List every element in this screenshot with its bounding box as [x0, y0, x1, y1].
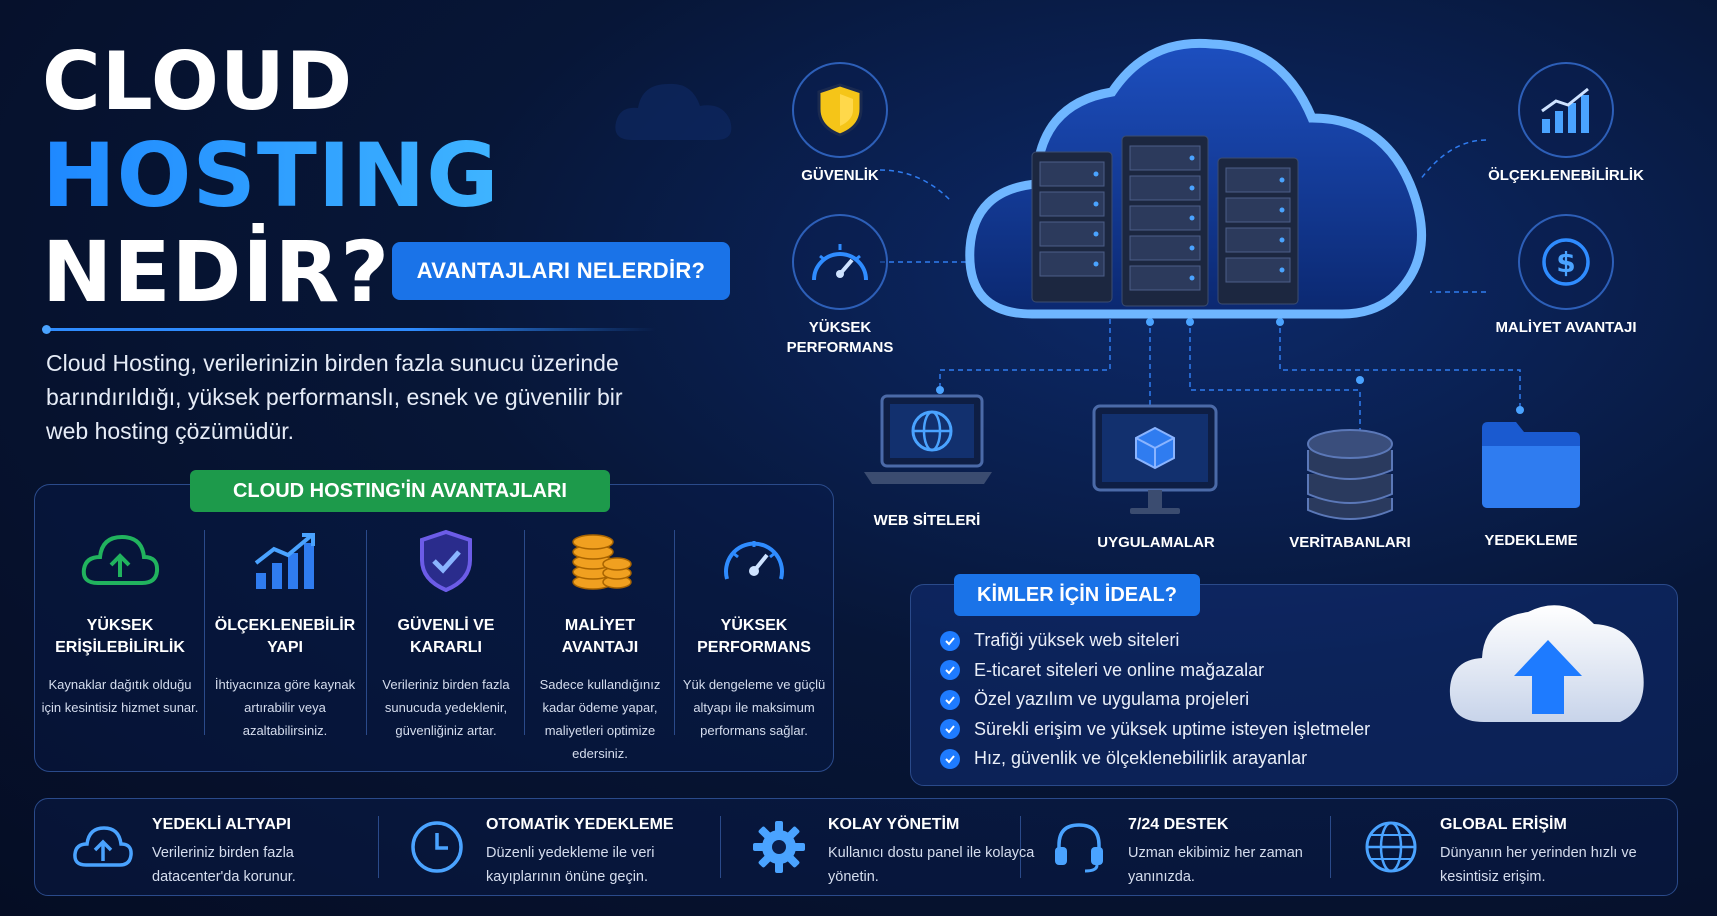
bottom-feature: 7/24 DESTEK Uzman ekibimiz her zaman yan…: [1048, 810, 1328, 886]
performance-feature: [792, 214, 888, 310]
device-label: WEB SİTELERİ: [873, 512, 981, 529]
advantage-item: GÜVENLİ VE KARARLI Verileriniz birden fa…: [372, 525, 520, 755]
adv-separator: [366, 530, 367, 735]
check-icon: [940, 719, 960, 740]
list-item: E-ticaret siteleri ve online mağazalar: [940, 656, 1460, 686]
upload-cloud-icon: [1449, 605, 1644, 722]
laptop-globe-icon: [864, 394, 992, 484]
bottom-feature-title: OTOMATİK YEDEKLEME: [486, 816, 674, 833]
check-icon: [940, 689, 960, 710]
advantage-item: ÖLÇEKLENEBİLİR YAPI İhtiyacınıza göre ka…: [210, 525, 360, 755]
adv-separator: [674, 530, 675, 735]
advantage-title: GÜVENLİ VE KARARLI: [397, 617, 495, 656]
bottom-feature-desc: Verileriniz birden fazla datacenter'da k…: [152, 845, 296, 885]
who-item-text: Sürekli erişim ve yüksek uptime isteyen …: [974, 718, 1371, 739]
feature-label: GÜVENLİK: [801, 167, 879, 184]
cloud-upload-icon: [72, 816, 134, 878]
speedometer-icon: [680, 525, 828, 597]
intro-text: Cloud Hosting, verilerinizin birden fazl…: [46, 350, 623, 444]
bottom-separator: [720, 816, 721, 878]
growth-chart-icon: [210, 525, 360, 597]
adv-separator: [524, 530, 525, 735]
advantage-desc: Verileriniz birden fazla sunucuda yedekl…: [382, 677, 510, 738]
feature-label: MALİYET AVANTAJI: [1495, 319, 1637, 336]
dollar-icon: $: [1542, 238, 1590, 286]
list-item: Trafiği yüksek web siteleri: [940, 626, 1460, 656]
bottom-feature-title: YEDEKLİ ALTYAPI: [152, 816, 291, 833]
advantage-desc: Yük dengeleme ve güçlü altyapı ile maksi…: [682, 677, 826, 738]
advantage-desc: Sadece kullandığınız kadar ödeme yapar, …: [539, 677, 661, 761]
title-line-3: NEDİR?: [42, 223, 391, 321]
bottom-feature-desc: Uzman ekibimiz her zaman yanınızda.: [1128, 845, 1303, 885]
who-item-text: E-ticaret siteleri ve online mağazalar: [974, 659, 1265, 680]
bottom-feature-desc: Kullanıcı dostu panel ile kolayca yöneti…: [828, 845, 1035, 885]
advantages-badge: AVANTAJLARI NELERDİR?: [392, 242, 730, 300]
bottom-feature-title: GLOBAL ERİŞİM: [1440, 816, 1567, 833]
who-item-text: Özel yazılım ve uygulama projeleri: [974, 689, 1250, 710]
title-divider: [42, 325, 656, 334]
advantage-item: YÜKSEK PERFORMANS Yük dengeleme ve güçlü…: [680, 525, 828, 755]
bottom-features-bar: [34, 798, 1678, 896]
advantage-desc: Kaynaklar dağıtık olduğu için kesintisiz…: [41, 677, 199, 715]
faint-cloud-icon: [615, 83, 732, 140]
bottom-feature: OTOMATİK YEDEKLEME Düzenli yedekleme ile…: [406, 810, 716, 886]
clock-icon: [406, 816, 468, 878]
check-icon: [940, 748, 960, 769]
advantages-heading: CLOUD HOSTING'İN AVANTAJLARI: [190, 470, 610, 512]
check-icon: [940, 630, 960, 651]
bottom-feature: YEDEKLİ ALTYAPI Verileriniz birden fazla…: [72, 810, 372, 886]
database-icon: [1307, 429, 1393, 520]
advantage-desc: İhtiyacınıza göre kaynak artırabilir vey…: [214, 677, 356, 738]
title-line-1: CLOUD: [42, 35, 354, 128]
advantage-title: YÜKSEK ERİŞİLEBİLİRLİK: [55, 617, 185, 656]
cloud-servers-illustration: [965, 38, 1426, 319]
device-label: UYGULAMALAR: [1097, 534, 1215, 551]
advantage-title: ÖLÇEKLENEBİLİR YAPI: [214, 617, 356, 656]
bottom-feature-title: 7/24 DESTEK: [1128, 816, 1229, 833]
advantages-panel: [34, 484, 834, 772]
bottom-separator: [1330, 816, 1331, 878]
cost-feature: $: [1518, 214, 1614, 310]
advantage-item: MALİYET AVANTAJI Sadece kullandığınız ka…: [530, 525, 670, 761]
monitor-cube-icon: [1092, 404, 1218, 514]
bottom-separator: [1020, 816, 1021, 878]
globe-icon: [1360, 816, 1422, 878]
title-line-2: HOSTING: [42, 124, 500, 227]
headset-icon: [1048, 816, 1110, 878]
advantage-item: YÜKSEK ERİŞİLEBİLİRLİK Kaynaklar dağıtık…: [40, 525, 200, 755]
scalability-feature: [1518, 62, 1614, 158]
connector-lines: [879, 139, 1524, 430]
svg-text:$: $: [1556, 246, 1575, 279]
shield-check-icon: [372, 525, 520, 597]
bottom-feature: GLOBAL ERİŞİM Dünyanın her yerinden hızl…: [1360, 810, 1660, 886]
adv-separator: [204, 530, 205, 735]
cloud-upload-icon: [40, 525, 200, 597]
coins-icon: [530, 525, 670, 597]
bottom-feature-desc: Düzenli yedekleme ile veri kayıplarının …: [486, 845, 655, 885]
bottom-feature-title: KOLAY YÖNETİM: [828, 816, 960, 833]
bottom-feature-desc: Dünyanın her yerinden hızlı ve kesintisi…: [1440, 845, 1637, 885]
feature-label: YÜKSEK PERFORMANS: [786, 319, 894, 356]
speedometer-icon: [812, 244, 868, 281]
feature-label: ÖLÇEKLENEBİLİRLİK: [1488, 167, 1644, 184]
check-icon: [940, 660, 960, 681]
advantage-title: YÜKSEK PERFORMANS: [697, 617, 811, 656]
list-item: Özel yazılım ve uygulama projeleri: [940, 685, 1460, 715]
growth-chart-icon: [1541, 87, 1589, 133]
security-feature: [792, 62, 888, 158]
who-list: Trafiği yüksek web siteleri E-ticaret si…: [940, 626, 1460, 774]
who-item-text: Hız, güvenlik ve ölçeklenebilirlik araya…: [974, 748, 1308, 769]
bottom-separator: [378, 816, 379, 878]
list-item: Sürekli erişim ve yüksek uptime isteyen …: [940, 715, 1460, 745]
device-label: VERİTABANLARI: [1289, 534, 1411, 551]
gear-icon: [748, 816, 810, 878]
shield-icon: [817, 83, 863, 137]
list-item: Hız, güvenlik ve ölçeklenebilirlik araya…: [940, 744, 1460, 774]
who-heading: KİMLER İÇİN İDEAL?: [954, 574, 1200, 616]
device-label: YEDEKLEME: [1484, 532, 1578, 549]
bottom-feature: KOLAY YÖNETİM Kullanıcı dostu panel ile …: [748, 810, 1034, 886]
folder-icon: [1482, 422, 1580, 508]
advantage-title: MALİYET AVANTAJI: [561, 617, 639, 656]
who-item-text: Trafiği yüksek web siteleri: [974, 630, 1180, 651]
